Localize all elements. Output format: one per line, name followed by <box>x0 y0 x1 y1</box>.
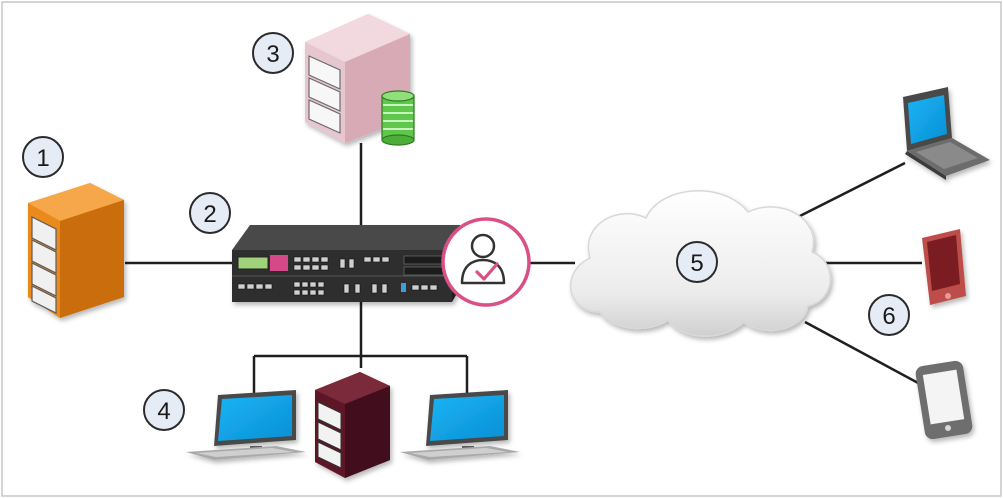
database-icon <box>381 90 415 146</box>
desktop-computer-icon <box>186 390 306 460</box>
link-cloud-tablet-grey <box>804 320 921 386</box>
badge-1: 1 <box>22 136 64 178</box>
badge-1-label: 1 <box>36 145 49 172</box>
badge-2-label: 2 <box>203 201 216 228</box>
badge-4: 4 <box>143 389 185 431</box>
badge-5-label: 5 <box>690 250 703 277</box>
badge-6: 6 <box>868 294 910 336</box>
laptop-icon <box>903 87 990 180</box>
connection-lines <box>125 143 922 393</box>
tablet-icon <box>915 360 973 440</box>
server-tower-icon <box>28 183 124 318</box>
badge-4-label: 4 <box>157 398 170 425</box>
server-tower-icon <box>315 372 390 478</box>
badge-3: 3 <box>252 32 294 74</box>
badge-6-label: 6 <box>882 303 895 330</box>
tablet-icon <box>922 229 966 305</box>
network-appliance-icon <box>232 225 460 302</box>
desktop-computer-icon <box>400 390 520 460</box>
badge-5: 5 <box>676 241 718 283</box>
link-cloud-laptop <box>789 161 906 223</box>
user-check-icon <box>441 217 531 307</box>
badge-3-label: 3 <box>266 41 279 68</box>
badge-2: 2 <box>189 192 231 234</box>
